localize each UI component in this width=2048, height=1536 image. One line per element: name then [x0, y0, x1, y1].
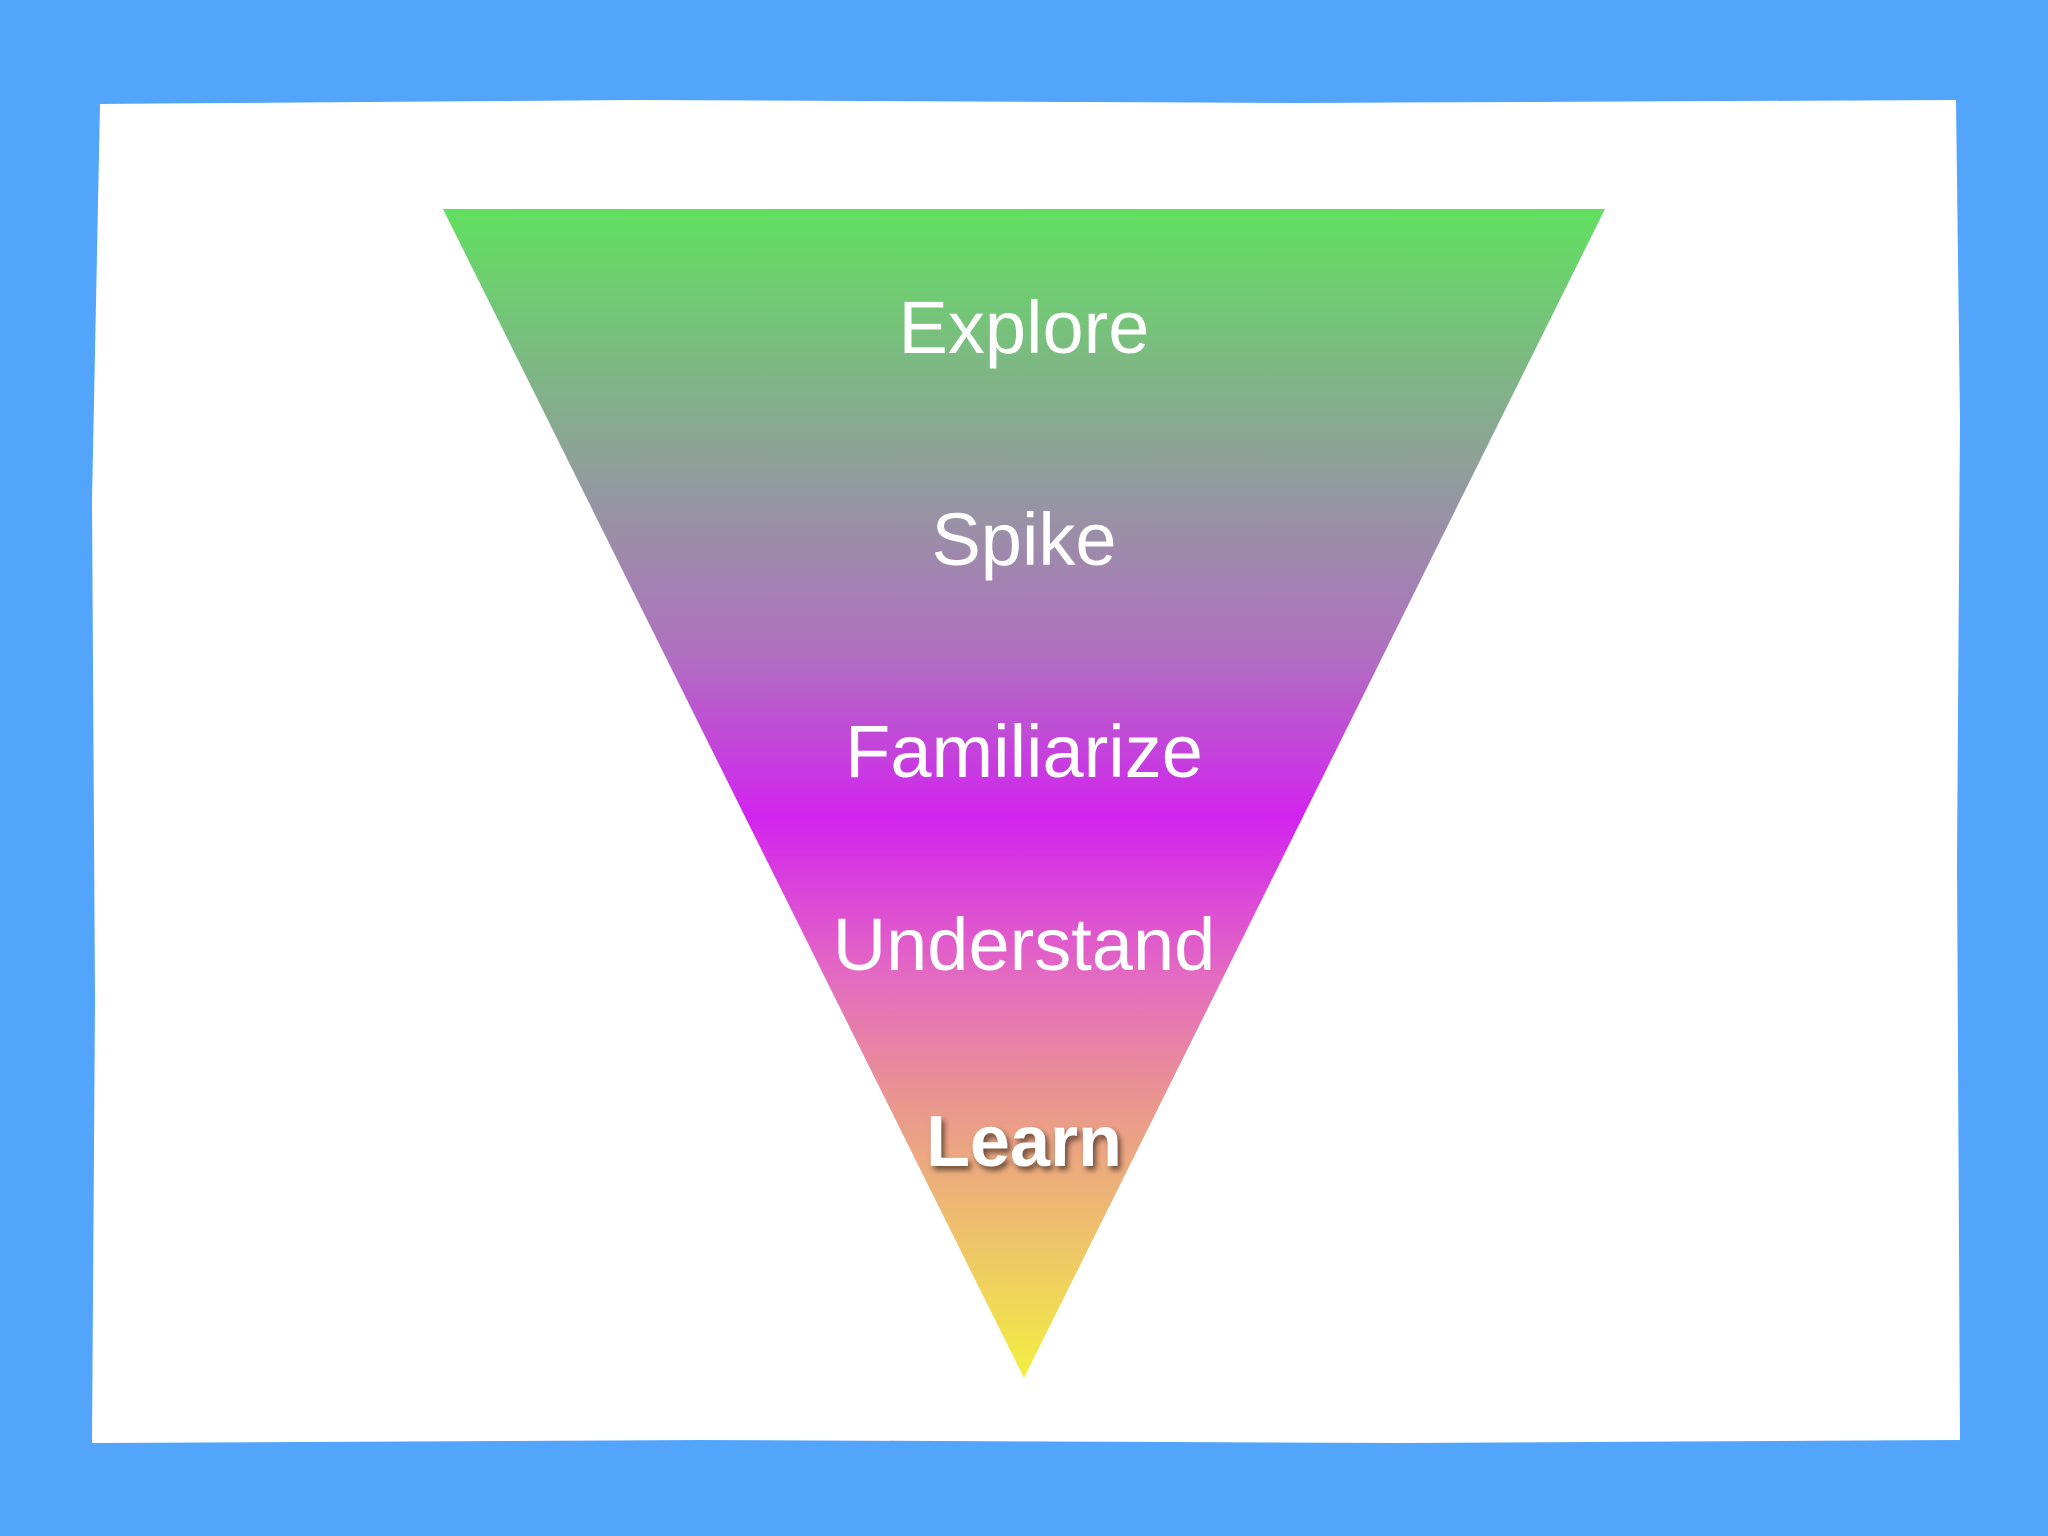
stage-label-spike: Spike: [931, 498, 1116, 581]
stage-label-learn: Learn: [926, 1102, 1122, 1182]
stage-label-familiarize: Familiarize: [845, 710, 1203, 793]
stage-label-understand: Understand: [833, 903, 1216, 986]
stage-label-explore: Explore: [899, 286, 1150, 369]
funnel-triangle: [443, 209, 1605, 1378]
